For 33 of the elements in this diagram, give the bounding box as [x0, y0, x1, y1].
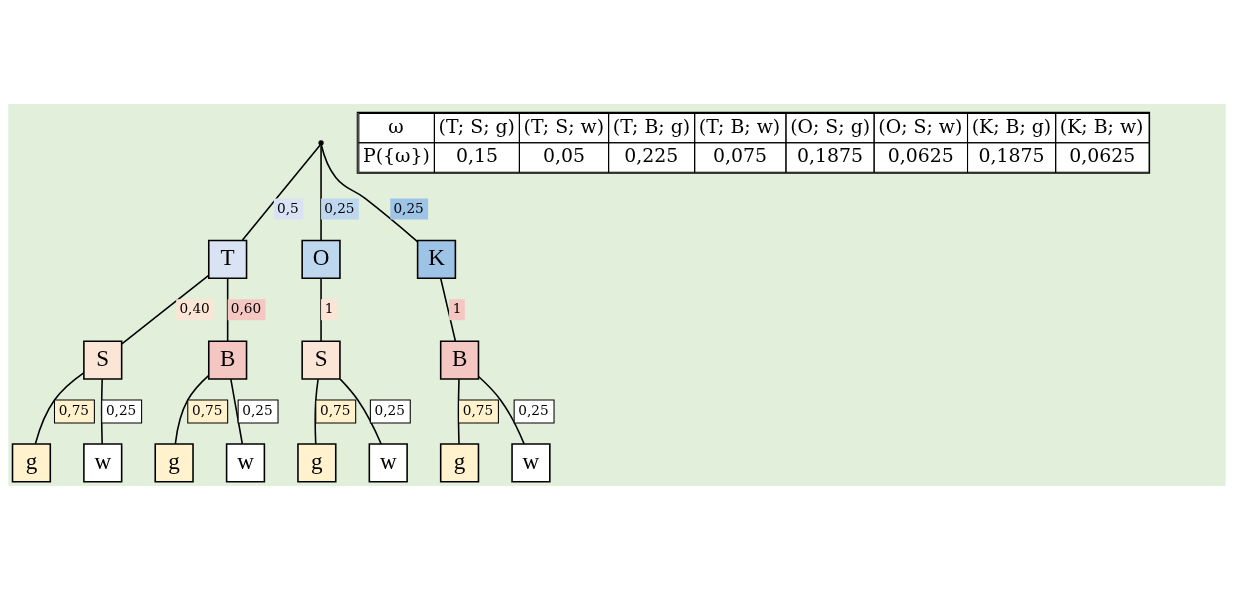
edge-label: 0,25 [324, 199, 355, 216]
edge-label: 0,75 [320, 401, 351, 418]
label: P({ω}) [363, 143, 430, 166]
edge-label: 0,75 [462, 401, 494, 418]
label: (O; S; g) [790, 114, 871, 137]
edge-label: 1 [324, 299, 334, 316]
label: (T; B; w) [698, 114, 781, 137]
label: 0,075 [713, 143, 768, 166]
label: (K; B; w) [1059, 114, 1144, 137]
label: (T; S; g) [438, 114, 515, 137]
edge-label: 0,25 [374, 401, 405, 418]
label: 0,0625 [1069, 143, 1136, 166]
label: 0,15 [455, 143, 498, 166]
label: (T; B; g) [612, 114, 691, 137]
label: ω [388, 114, 404, 137]
label: (T; S; w) [523, 114, 605, 137]
label: 0,225 [624, 143, 679, 166]
label: 0,1875 [978, 143, 1045, 166]
label: 0,0625 [887, 143, 954, 166]
label: (O; S; w) [878, 114, 963, 137]
label: (K; B; g) [971, 114, 1052, 137]
edge-label: 0,60 [230, 299, 262, 316]
edge-label: 0,25 [105, 401, 137, 418]
edge-label: 0,5 [276, 199, 299, 216]
edge-label: 0,40 [179, 299, 210, 316]
label: 0,1875 [796, 143, 864, 166]
edge-label: 0,75 [58, 401, 90, 418]
edge-label: 0,25 [242, 401, 273, 418]
edge-label: 1 [452, 299, 462, 316]
label: 0,05 [543, 143, 586, 166]
edge-label: 0,25 [393, 199, 424, 216]
edge-label: 0,25 [518, 401, 549, 418]
edge-label: 0,75 [191, 401, 223, 418]
